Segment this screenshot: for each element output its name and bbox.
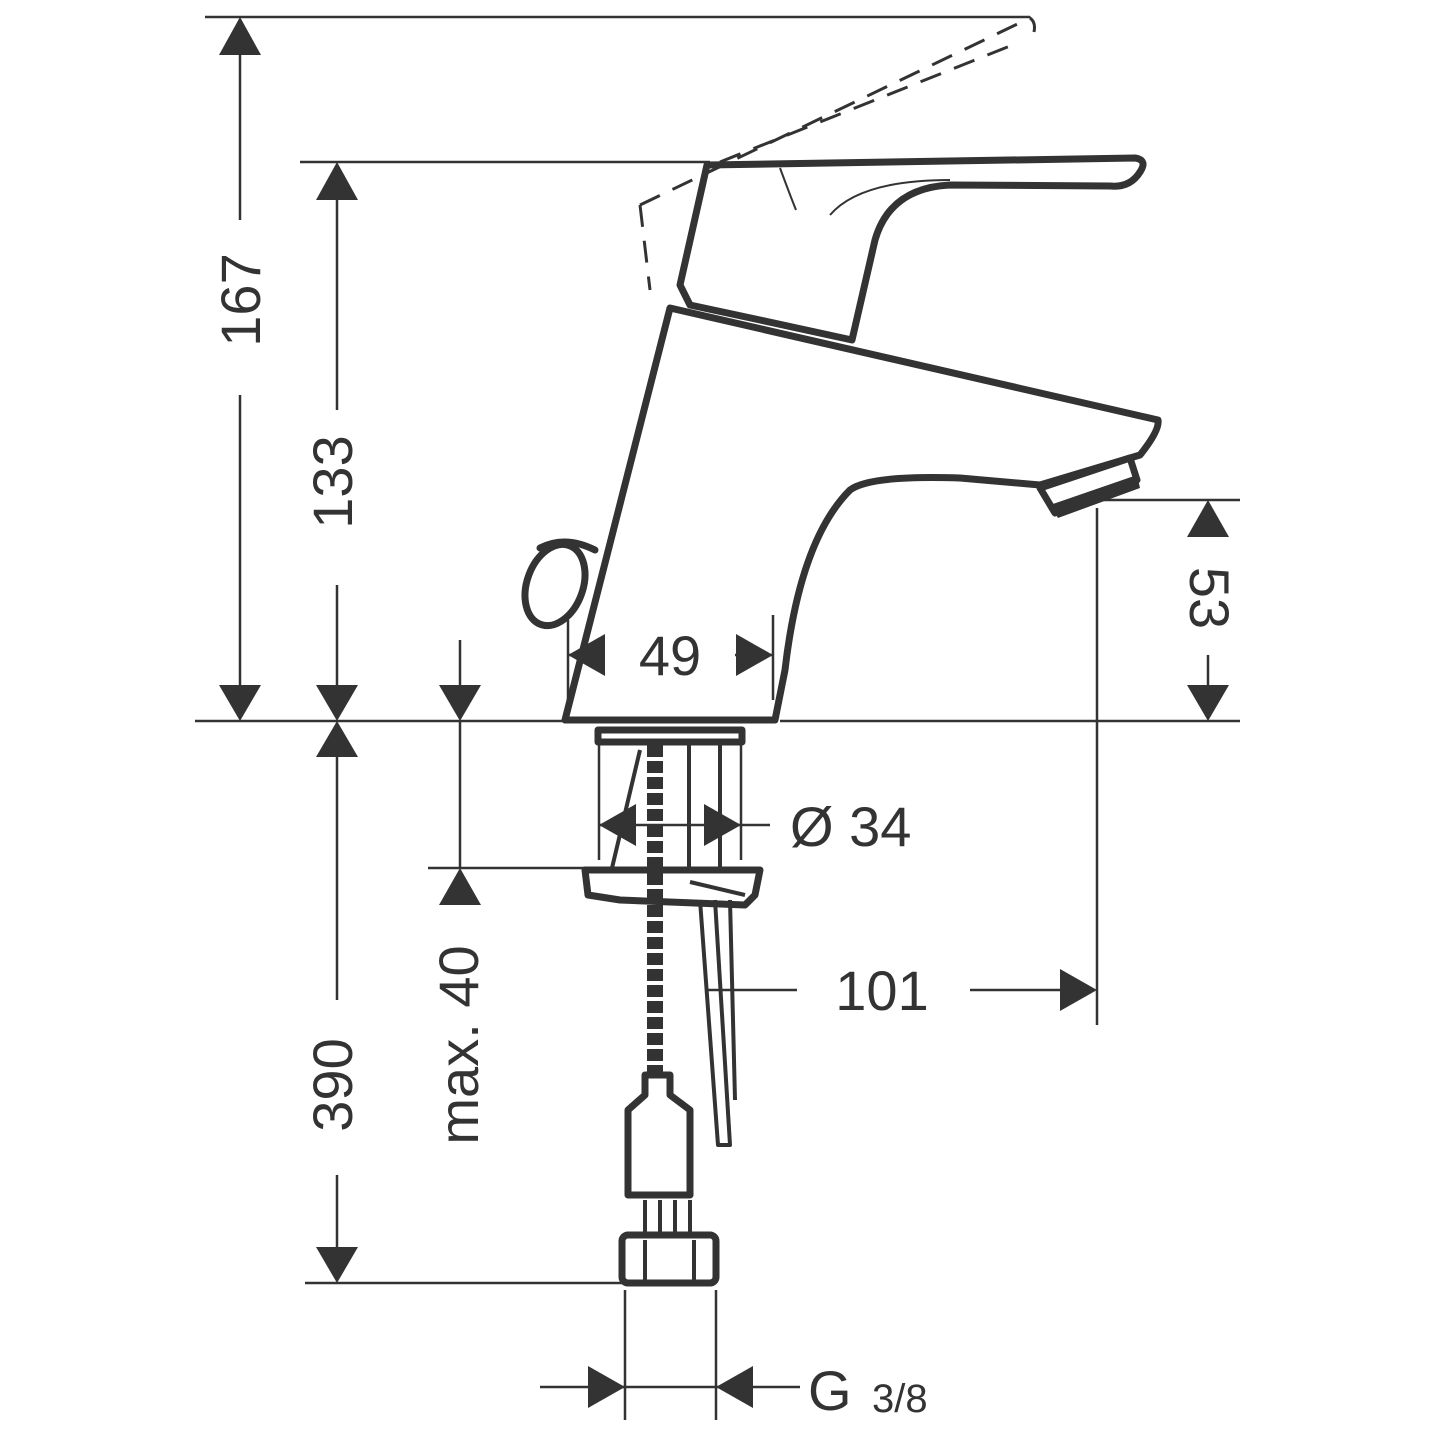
lever-raised-outline (638, 16, 1036, 291)
dimension-spout-reach: 101 (705, 959, 1097, 1022)
fixing-washer (581, 866, 764, 909)
label-max-40: max. 40 (427, 945, 490, 1144)
label-101: 101 (835, 959, 928, 1022)
dimension-total-height: 167 (209, 17, 272, 721)
connection-nut (618, 1231, 720, 1287)
dimension-hose-length: 390 (301, 721, 364, 1283)
dimension-spout-clearance: 53 (1178, 500, 1241, 721)
dimension-shank-diameter: Ø 34 (599, 795, 911, 858)
shank (610, 745, 722, 869)
label-49: 49 (639, 624, 701, 687)
dimension-body-height: 133 (301, 162, 364, 721)
dimension-connection-thread: G 3/8 (540, 1359, 928, 1422)
label-diameter-34: Ø 34 (790, 795, 911, 858)
dimension-deck-thickness: max. 40 (427, 640, 490, 1145)
label-167: 167 (209, 253, 272, 346)
popup-rod (698, 899, 737, 1147)
base-plate (594, 726, 746, 746)
popup-knob (521, 538, 599, 630)
aerator (1036, 454, 1141, 518)
hose-fitting (624, 1071, 694, 1235)
lever (676, 154, 1147, 344)
label-390: 390 (301, 1038, 364, 1131)
label-thread-g: G (808, 1359, 852, 1422)
label-thread-fraction: 3/8 (872, 1377, 928, 1421)
label-133: 133 (301, 435, 364, 528)
extension-lines (195, 15, 1240, 1420)
tap-body (561, 304, 1162, 724)
label-53: 53 (1178, 567, 1241, 629)
dimension-body-width: 49 (568, 624, 773, 687)
